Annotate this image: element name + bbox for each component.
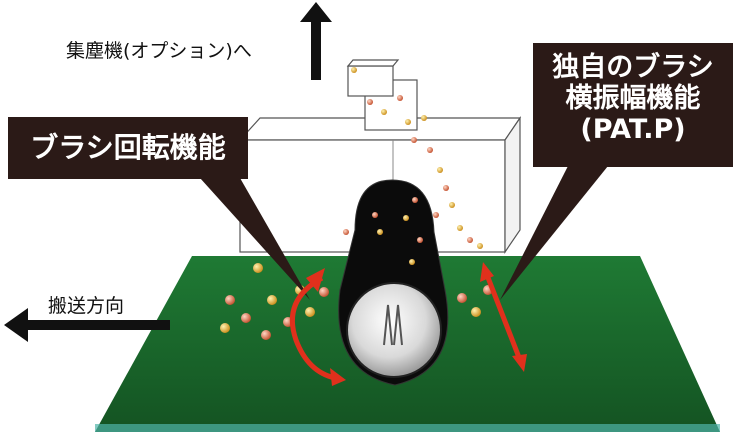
curved-arrow-icon: [289, 268, 346, 386]
brush-rotation-callout: ブラシ回転機能: [8, 117, 248, 179]
brush-drum: [346, 282, 442, 378]
dust-collector-label: 集塵機(オプション)へ: [66, 40, 252, 62]
double-arrow-icon: [480, 262, 527, 372]
transport-direction-label: 搬送方向: [48, 295, 125, 317]
collector-duct: [346, 59, 418, 131]
drum-shaft: [383, 304, 403, 346]
callout-pointer-swing: [500, 166, 608, 300]
arrow-up-icon: [300, 2, 332, 80]
brush-swing-line1: 独自のブラシ: [552, 52, 714, 83]
dust-particles: [220, 67, 493, 340]
brush-swing-callout: 独自のブラシ 横振幅機能 (PAT.P): [533, 43, 733, 167]
arrow-left-icon: [4, 308, 170, 342]
brush-swing-line3: (PAT.P): [580, 114, 686, 145]
table-front-shine: [95, 424, 720, 432]
brush-swing-line2: 横振幅機能: [565, 83, 701, 114]
callout-pointer-rotation: [200, 178, 310, 300]
